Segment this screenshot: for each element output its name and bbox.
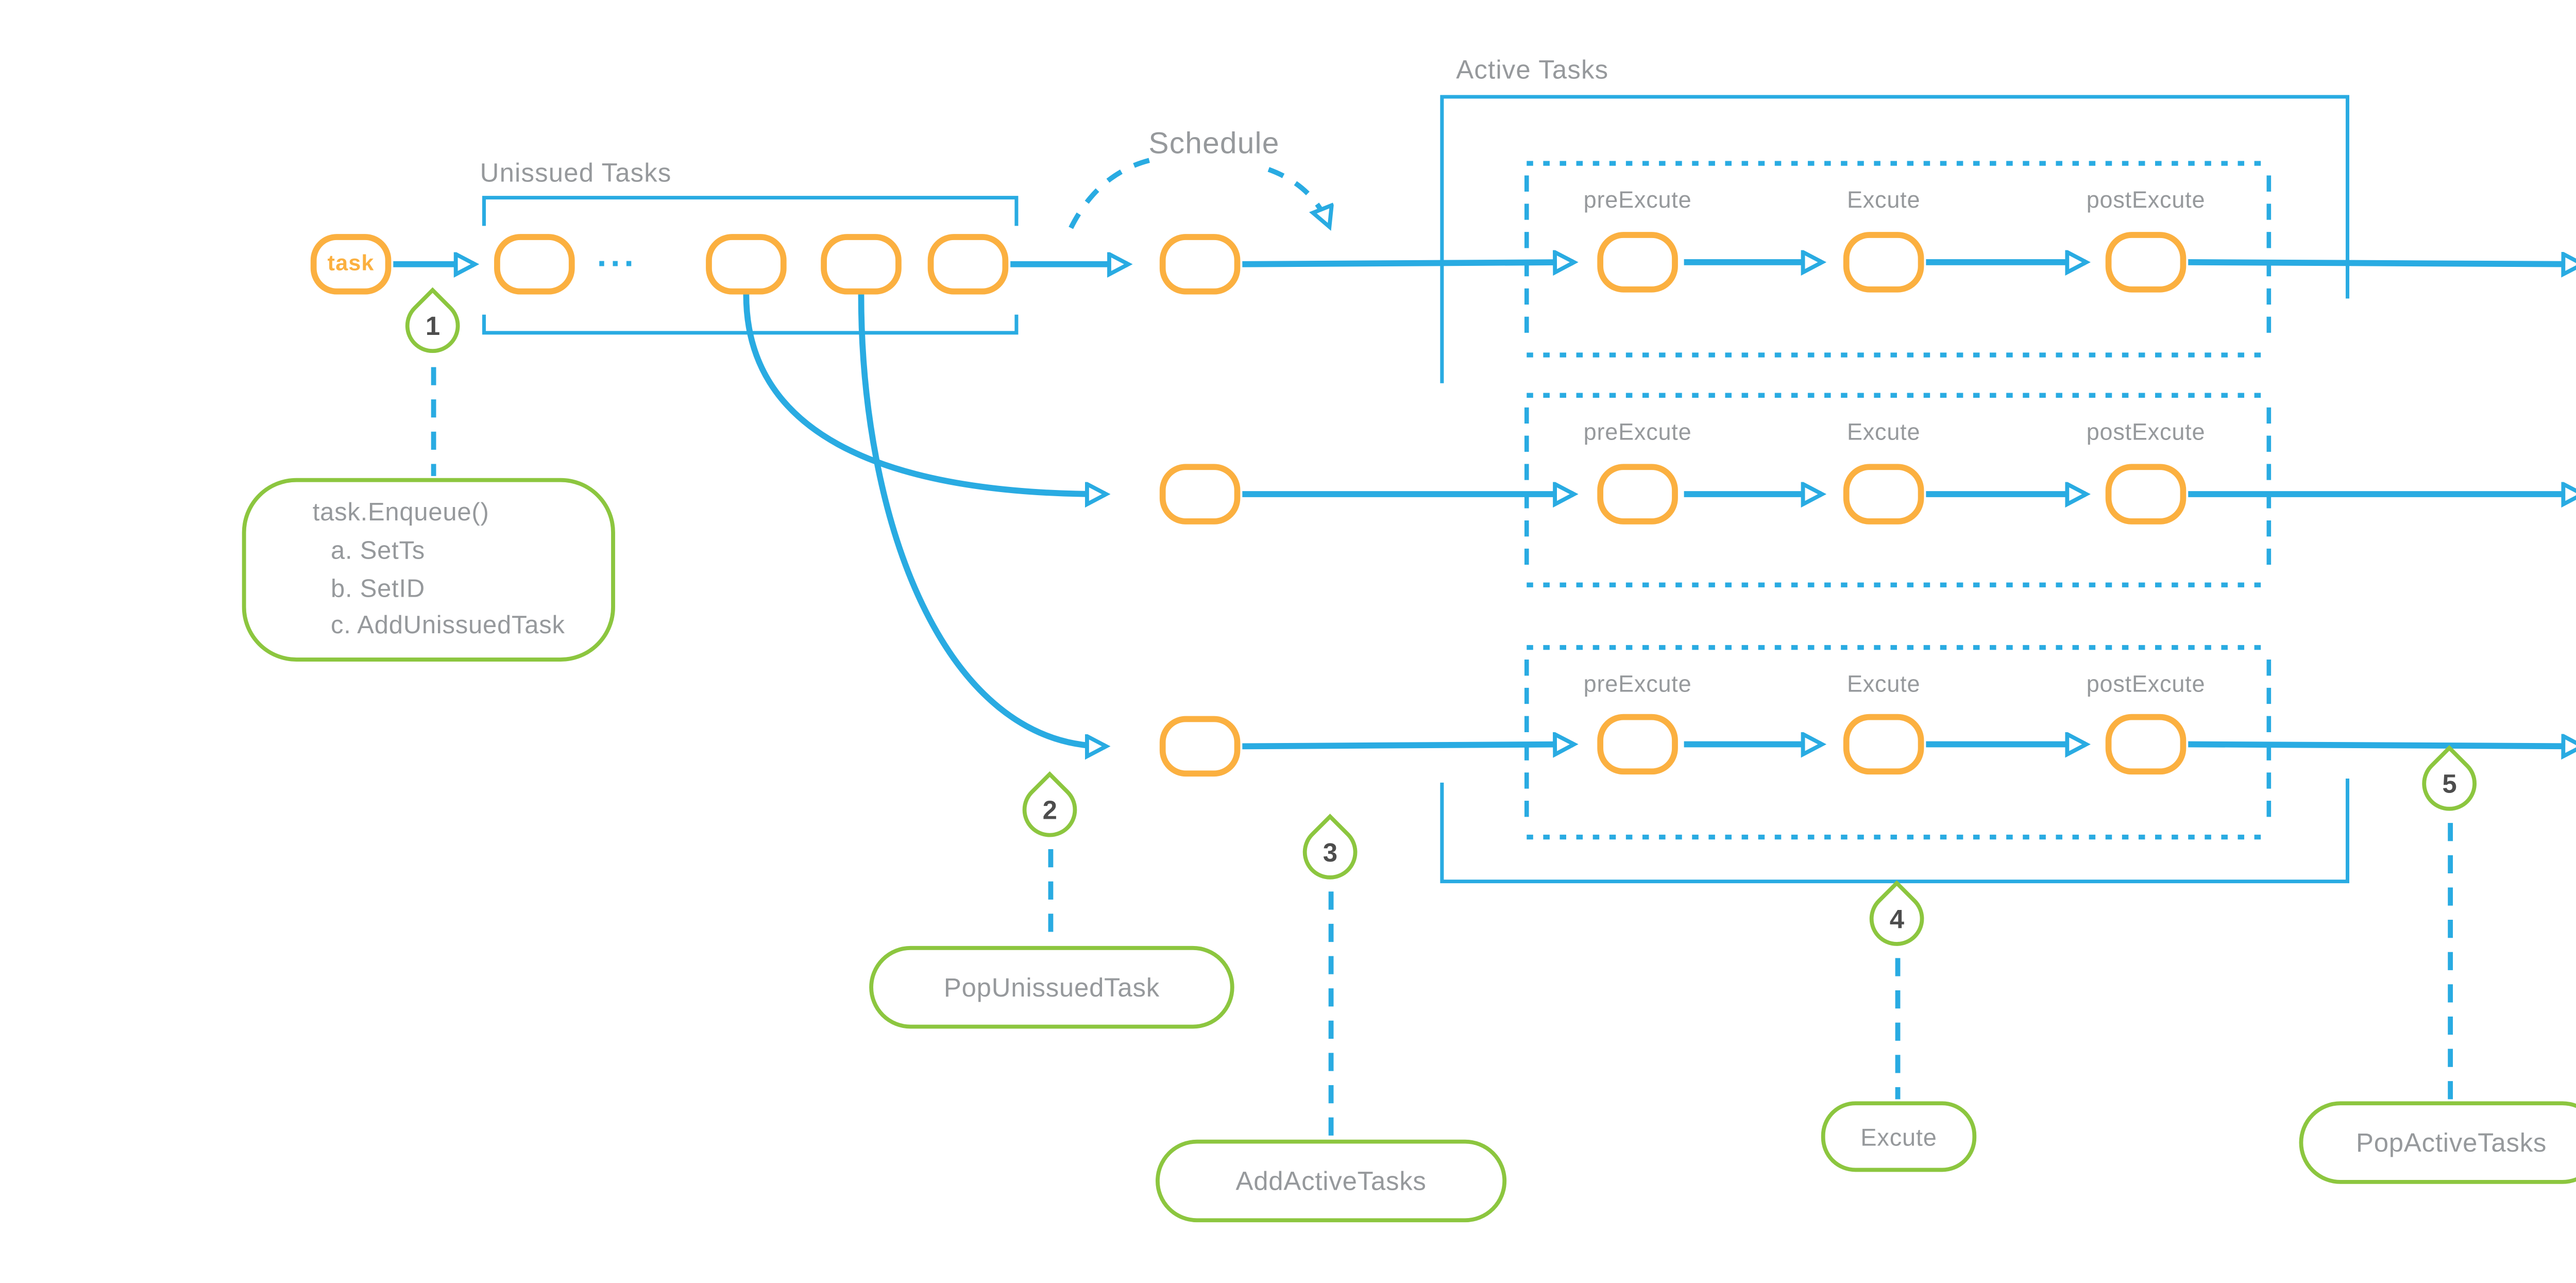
marker-number-2: 2: [1042, 795, 1057, 825]
queue-node-2: [706, 234, 787, 295]
arrow-post-to-end-row1: [2188, 262, 2576, 264]
schedule-arc-right: [1267, 167, 1329, 226]
execute-node-row1: [1843, 232, 1924, 293]
schedule-arcs: [1069, 157, 1329, 229]
post-execute-node-row1: [2105, 232, 2187, 293]
pre-execute-node-row1: [1597, 232, 1678, 293]
queue-node-3: [821, 234, 902, 295]
marker-number-4: 4: [1889, 903, 1904, 934]
post-execute-node-row2: [2105, 464, 2187, 525]
execute-label-row2: Excute: [1846, 421, 1921, 446]
arrow-schedule-to-pre-row3: [1242, 744, 1573, 746]
callout-line-enqueue: task.Enqueue(): [312, 498, 489, 527]
marker-number-3: 3: [1323, 837, 1337, 868]
straight-arrows: [393, 262, 2576, 746]
marker-number-5: 5: [2442, 768, 2457, 799]
curve-queue-to-row3: [858, 294, 1105, 747]
queue-node-4: [927, 234, 1009, 295]
callout-line-addunissuedtask: c. AddUnissuedTask: [330, 612, 565, 640]
queue-node-1: [494, 234, 575, 295]
arrow-post-to-end-row3: [2188, 744, 2576, 746]
post-execute-node-row3: [2105, 714, 2187, 775]
marker-number-1: 1: [425, 310, 440, 341]
unissued-tasks-label: Unissued Tasks: [480, 157, 672, 188]
unissued-bracket-bottom: [482, 314, 1019, 335]
callout-pop-active-tasks: PopActiveTasks: [2299, 1101, 2576, 1184]
task-node-label: task: [327, 252, 375, 277]
unissued-bracket-top: [482, 196, 1019, 226]
execute-node-row3: [1843, 714, 1924, 775]
scheduled-node-row3: [1159, 716, 1241, 777]
post-execute-label-row2: postExcute: [2086, 421, 2206, 446]
curve-queue-to-row2: [743, 294, 1105, 495]
execute-node-row2: [1843, 464, 1924, 525]
active-tasks-label: Active Tasks: [1456, 54, 1609, 85]
active-bracket-top: [1440, 95, 2350, 383]
callout-line-setid: b. SetID: [330, 573, 426, 602]
execute-label-row3: Excute: [1846, 673, 1921, 698]
schedule-label: Schedule: [1148, 127, 1280, 162]
pre-execute-node-row3: [1597, 714, 1678, 775]
scheduled-node-row2: [1159, 464, 1241, 525]
annotation-leader-lines: [431, 367, 2453, 1138]
post-execute-label-row3: postExcute: [2086, 673, 2206, 698]
pre-execute-label-row2: preExcute: [1583, 421, 1692, 446]
group-brackets: [482, 95, 2350, 884]
callout-line-setts: a. SetTs: [330, 536, 426, 565]
callout-execute: Excute: [1821, 1101, 1977, 1172]
pre-execute-node-row2: [1597, 464, 1678, 525]
pre-execute-label-row3: preExcute: [1583, 673, 1692, 698]
schedule-arc-left: [1069, 157, 1155, 229]
callout-pop-unissued-task: PopUnissuedTask: [869, 946, 1234, 1029]
scheduled-node-row1: [1159, 234, 1241, 295]
execute-label-row1: Excute: [1846, 189, 1921, 214]
task-node: task: [310, 234, 392, 295]
callout-task-enqueue: task.Enqueue() a. SetTs b. SetID c. AddU…: [242, 478, 615, 662]
active-bracket-bottom: [1440, 778, 2350, 884]
arrow-schedule-to-pre-row1: [1242, 262, 1573, 264]
post-execute-label-row1: postExcute: [2086, 189, 2206, 214]
callout-add-active-tasks: AddActiveTasks: [1156, 1139, 1507, 1223]
pre-execute-label-row1: preExcute: [1583, 189, 1692, 214]
queue-ellipsis: ...: [597, 235, 638, 275]
